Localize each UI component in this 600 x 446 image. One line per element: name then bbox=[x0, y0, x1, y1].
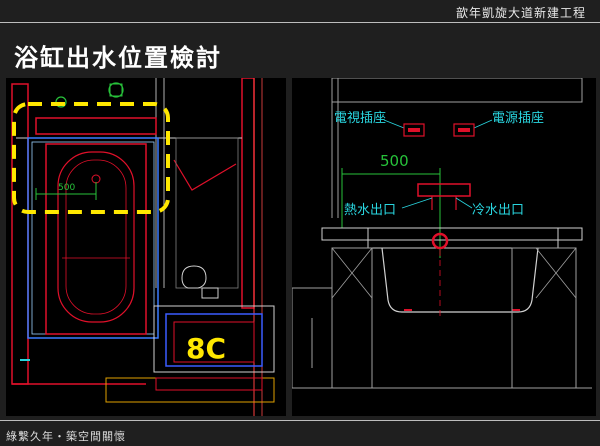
support-hatch bbox=[331, 247, 373, 299]
power-outlet-label: 電源插座 bbox=[492, 111, 544, 126]
leader-line bbox=[473, 119, 493, 129]
highlight-box bbox=[12, 102, 170, 214]
project-name: 歆年凱旋大道新建工程 bbox=[455, 6, 586, 20]
faucet-icon bbox=[417, 183, 471, 197]
bathtub-drain-icon bbox=[91, 174, 101, 184]
fixture-icon bbox=[109, 83, 123, 97]
fixture-icon bbox=[108, 82, 124, 98]
support-hatch bbox=[535, 247, 577, 299]
plan-frame bbox=[27, 137, 159, 339]
support-right bbox=[511, 247, 577, 389]
tv-outlet-icon bbox=[403, 123, 425, 137]
tub-section bbox=[381, 247, 539, 313]
cold-water-outlet-label: 冷水出口 bbox=[472, 203, 524, 218]
room-label: 8C bbox=[186, 332, 226, 365]
elevation-ledge bbox=[321, 227, 583, 241]
tv-outlet-icon bbox=[408, 128, 420, 132]
elevation-dimension-label: 500 bbox=[380, 152, 409, 170]
leader-line bbox=[455, 197, 473, 209]
plan-frame-inner bbox=[31, 141, 155, 335]
faucet-icon bbox=[201, 287, 219, 299]
lower-room bbox=[153, 305, 275, 373]
footer-motto: 綠繫久年・築空間關懷 bbox=[6, 430, 126, 443]
bathtub-basin bbox=[57, 151, 135, 323]
leader-line bbox=[383, 119, 405, 129]
bathtub-outline bbox=[45, 143, 147, 335]
footer-divider bbox=[0, 420, 600, 421]
bathtub-elevation-drawing: 電視插座 電源插座 500 熱水出口 冷水出口 bbox=[291, 77, 596, 416]
support-left bbox=[331, 247, 373, 389]
header-divider bbox=[0, 22, 600, 23]
plan-angle bbox=[173, 159, 237, 191]
plan-svg: 500 8C bbox=[11, 77, 275, 416]
plan-room-box bbox=[175, 137, 239, 289]
elevation-top bbox=[331, 77, 583, 103]
bathtub-basin-inner bbox=[65, 159, 127, 315]
plan-wall-right bbox=[241, 77, 255, 309]
plan-dimension-label: 500 bbox=[58, 183, 75, 193]
plan-counter bbox=[35, 117, 157, 135]
bathroom-plan-drawing: 500 8C bbox=[6, 77, 286, 416]
tub-rim bbox=[367, 227, 559, 249]
tv-outlet-label: 電視插座 bbox=[334, 111, 386, 126]
header-bar: 歆年凱旋大道新建工程 bbox=[0, 0, 600, 30]
power-outlet-icon bbox=[458, 128, 470, 132]
elevation-svg: 電視插座 電源插座 500 熱水出口 冷水出口 bbox=[291, 77, 592, 389]
hot-water-outlet-label: 熱水出口 bbox=[344, 203, 396, 218]
lower-room-red bbox=[173, 321, 255, 363]
page-title: 浴缸出水位置檢討 bbox=[14, 43, 222, 72]
lower-room-inner bbox=[165, 313, 263, 367]
plan-step-inner bbox=[155, 377, 263, 391]
power-outlet-icon bbox=[453, 123, 475, 137]
toilet-icon bbox=[181, 265, 207, 289]
drain-icon bbox=[431, 232, 449, 250]
leader-line bbox=[401, 197, 433, 209]
